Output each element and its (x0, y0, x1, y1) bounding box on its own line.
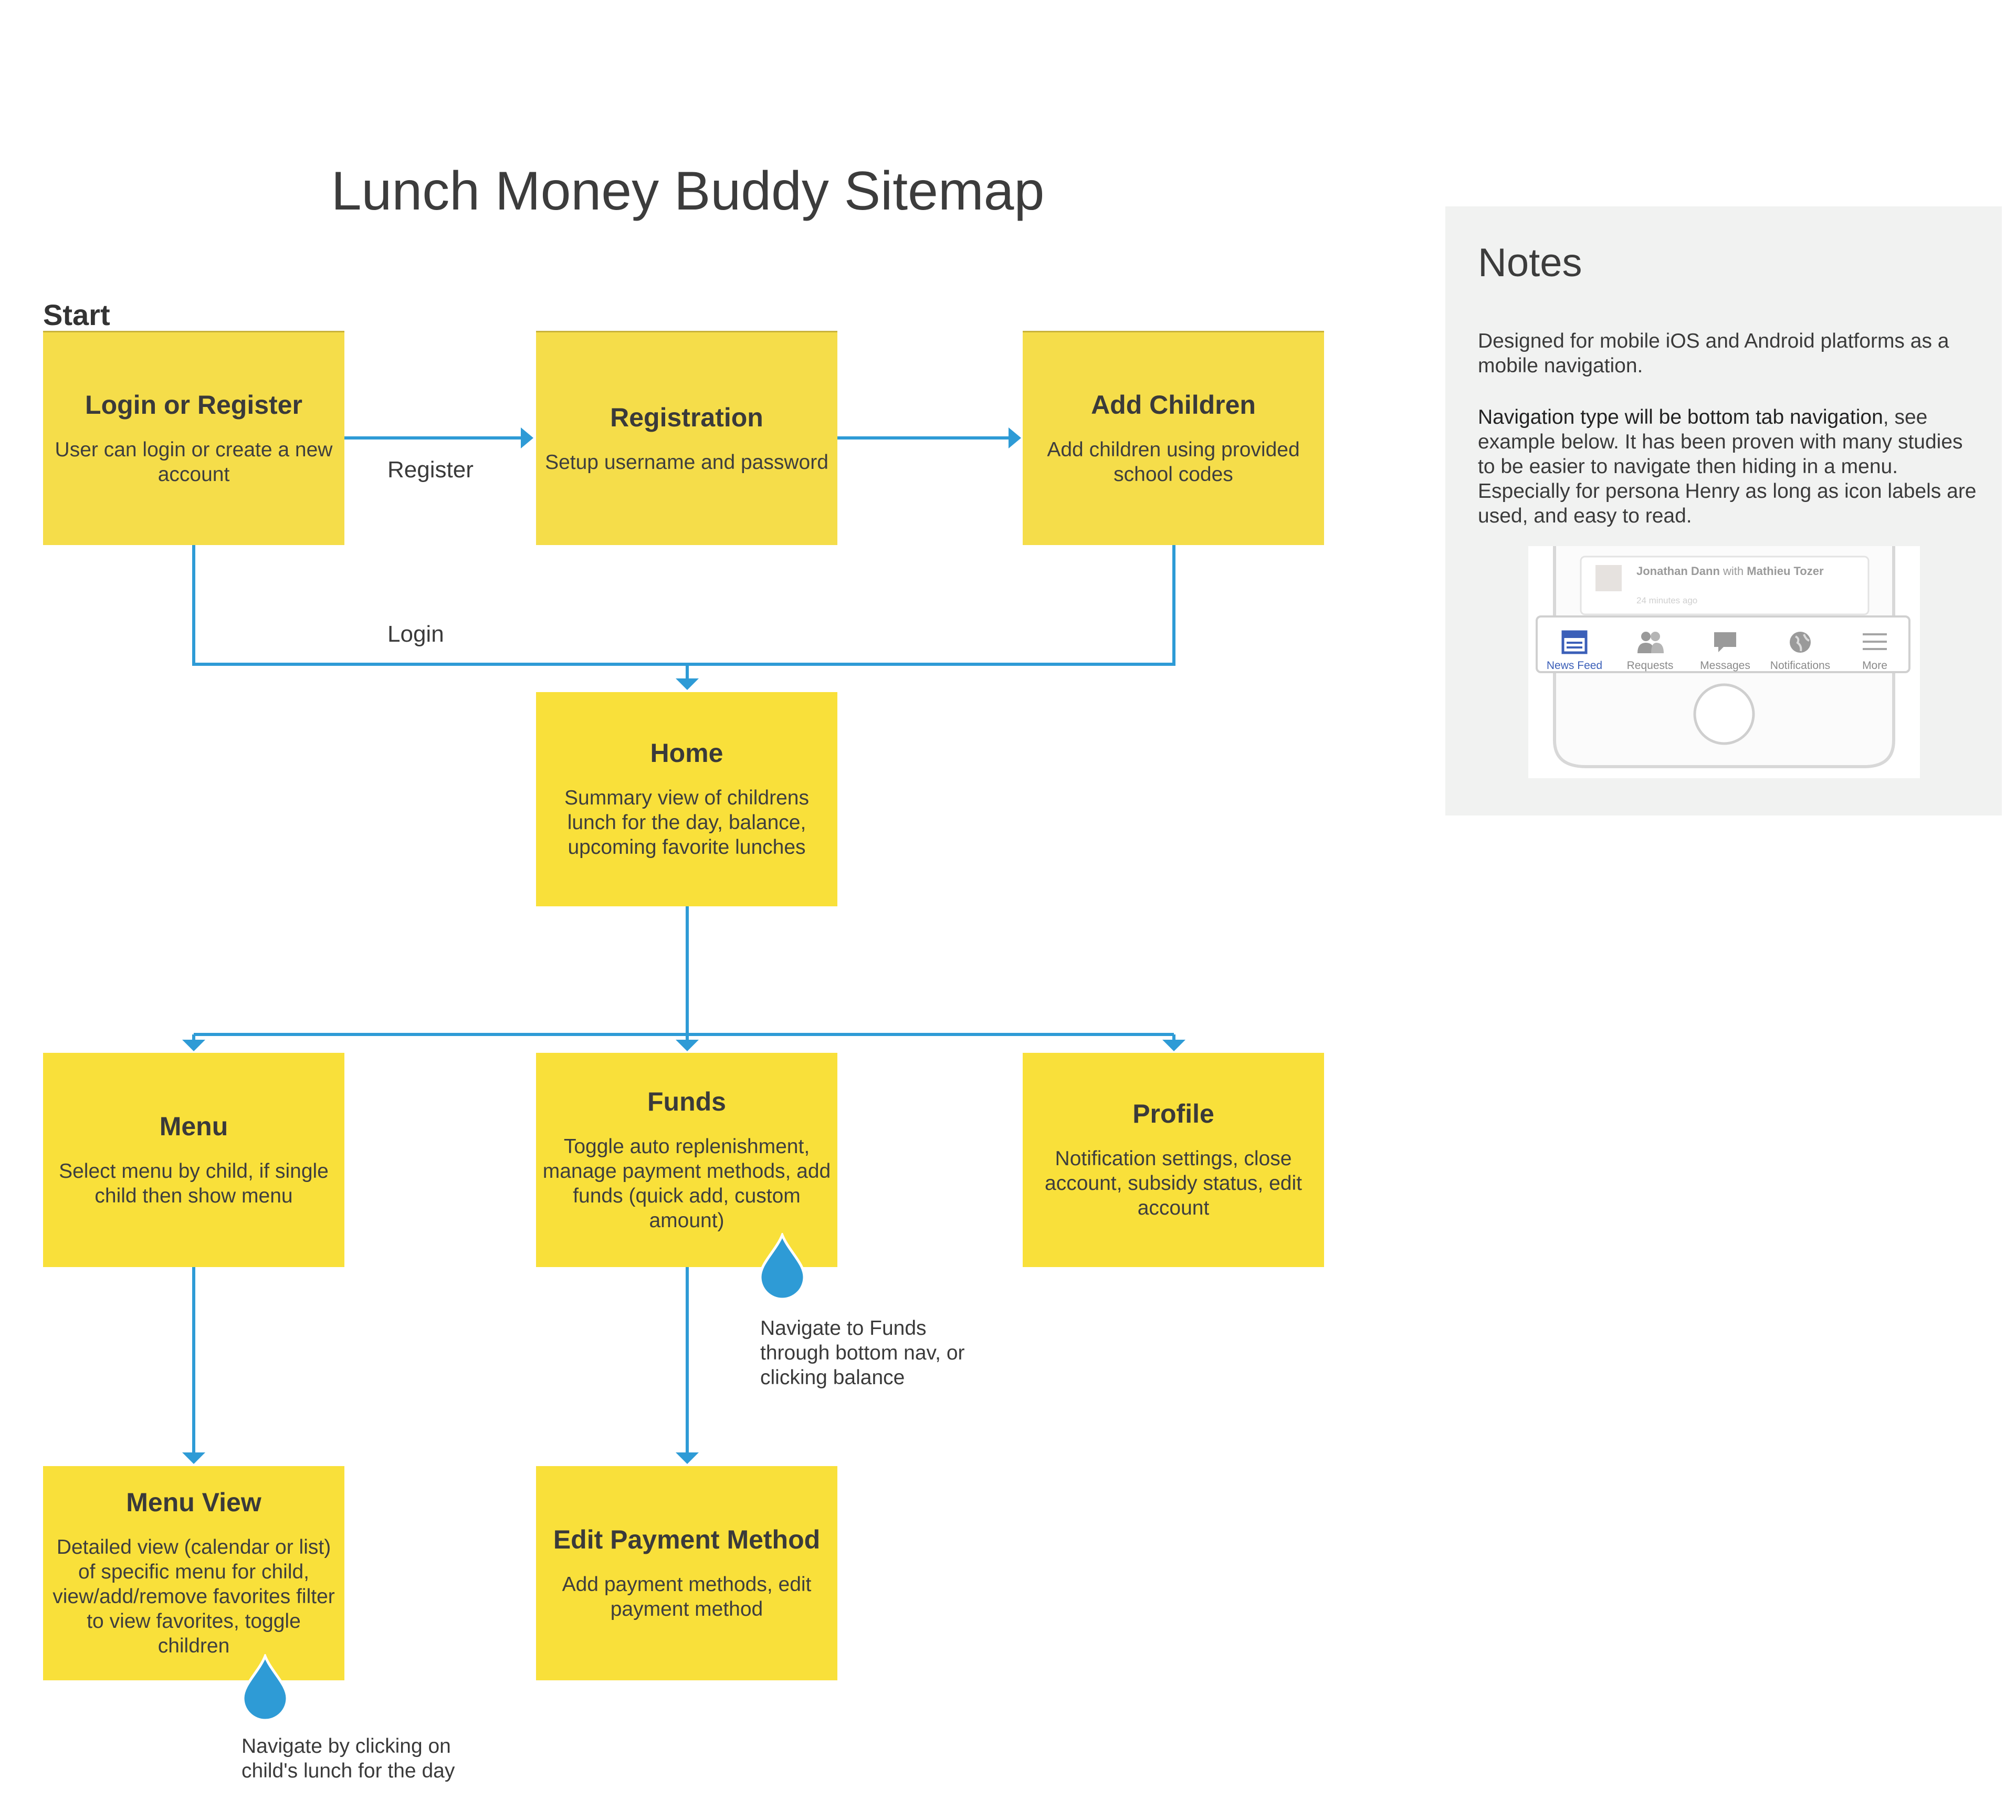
notes-paragraph-2-rest: , see example below. It has been proven … (1478, 406, 1977, 527)
node-funds[interactable]: Funds Toggle auto replenishment, manage … (536, 1053, 837, 1267)
post-tagged: Mathieu Tozer (1747, 564, 1824, 578)
node-add-children[interactable]: Add Children Add children using provided… (1023, 331, 1324, 545)
annotation-funds: Navigate to Funds through bottom nav, or… (760, 1317, 965, 1389)
post-header: Jonathan Dann with Mathieu Tozer (1636, 564, 1825, 579)
node-title: Add Children (1091, 390, 1256, 420)
node-description: Detailed view (calendar or list) of spec… (52, 1536, 335, 1657)
node-menu-view[interactable]: Menu View Detailed view (calendar or lis… (43, 1466, 344, 1680)
phone-example-image: Jonathan Dann with Mathieu Tozer 24 minu… (1528, 546, 1920, 778)
node-description: Select menu by child, if single child th… (59, 1159, 329, 1207)
node-description: Add payment methods, edit payment method (562, 1573, 812, 1620)
arrowhead-registration (521, 427, 533, 448)
post-time: 24 minutes ago (1636, 595, 1698, 605)
notes-title: Notes (1478, 240, 1582, 285)
node-title: Menu View (126, 1488, 261, 1517)
node-title: Login or Register (85, 390, 302, 420)
node-description: Setup username and password (545, 451, 828, 474)
node-title: Funds (647, 1086, 726, 1116)
node-description: User can login or create a new account (55, 438, 333, 486)
node-home[interactable]: Home Summary view of childrens lunch for… (536, 692, 837, 906)
node-description: Add children using provided school codes (1047, 438, 1300, 486)
tab-more[interactable]: More (1838, 630, 1912, 672)
tab-label: Requests (1626, 660, 1674, 672)
tab-messages[interactable]: Messages (1688, 630, 1762, 672)
notes-emphasis: Navigation type will be bottom tab navig… (1478, 406, 1883, 428)
tab-news-feed[interactable]: News Feed (1538, 630, 1611, 672)
post-author: Jonathan Dann (1636, 564, 1720, 578)
node-title: Edit Payment Method (553, 1524, 821, 1554)
node-title: Home (650, 738, 723, 768)
arrowhead-edit-payment (676, 1452, 699, 1464)
tab-label: News Feed (1546, 660, 1603, 672)
notes-paragraph-2: Navigation type will be bottom tab navig… (1478, 405, 1982, 528)
globe-icon (1790, 632, 1811, 653)
messages-icon (1714, 632, 1736, 652)
tab-label: Notifications (1770, 660, 1831, 672)
edge-label-register: Register (387, 457, 474, 483)
node-registration[interactable]: Registration Setup username and password (536, 331, 837, 545)
node-description: Toggle auto replenishment, manage paymen… (542, 1135, 831, 1232)
notes-paragraph-1: Designed for mobile iOS and Android plat… (1478, 330, 1949, 377)
notes-panel: Notes Designed for mobile iOS and Androi… (1445, 206, 2002, 815)
node-login-or-register[interactable]: Login or Register User can login or crea… (43, 331, 344, 545)
edge-label-login: Login (387, 621, 444, 647)
tab-label: Messages (1700, 660, 1750, 672)
node-edit-payment-method[interactable]: Edit Payment Method Add payment methods,… (536, 1466, 837, 1680)
droplet-marker-icon (759, 1233, 806, 1301)
start-label: Start (43, 298, 110, 331)
node-menu[interactable]: Menu Select menu by child, if single chi… (43, 1053, 344, 1267)
tab-label: More (1862, 660, 1887, 672)
post-with: with (1723, 564, 1744, 578)
page-title: Lunch Money Buddy Sitemap (331, 161, 1045, 222)
more-menu-icon (1863, 633, 1887, 650)
tab-notifications[interactable]: Notifications (1763, 630, 1837, 672)
arrowhead-funds (676, 1040, 699, 1051)
arrowhead-profile (1162, 1040, 1185, 1051)
arrowhead-add-children (1009, 427, 1021, 448)
node-description: Notification settings, close account, su… (1045, 1147, 1302, 1219)
droplet-marker-icon (242, 1654, 289, 1722)
node-description: Summary view of childrens lunch for the … (564, 787, 809, 859)
requests-icon (1637, 632, 1664, 653)
tab-requests[interactable]: Requests (1613, 630, 1687, 672)
annotation-menu-view: Navigate by clicking on child's lunch fo… (242, 1735, 455, 1782)
arrowhead-menu (182, 1040, 205, 1051)
arrowhead-menu-view (182, 1452, 205, 1464)
node-title: Profile (1132, 1099, 1214, 1128)
news-feed-icon (1561, 630, 1588, 654)
edge-login-to-home (192, 545, 1175, 666)
node-profile[interactable]: Profile Notification settings, close acc… (1023, 1053, 1324, 1267)
arrowhead-home (676, 678, 699, 690)
node-title: Registration (610, 402, 763, 432)
node-title: Menu (159, 1111, 228, 1141)
